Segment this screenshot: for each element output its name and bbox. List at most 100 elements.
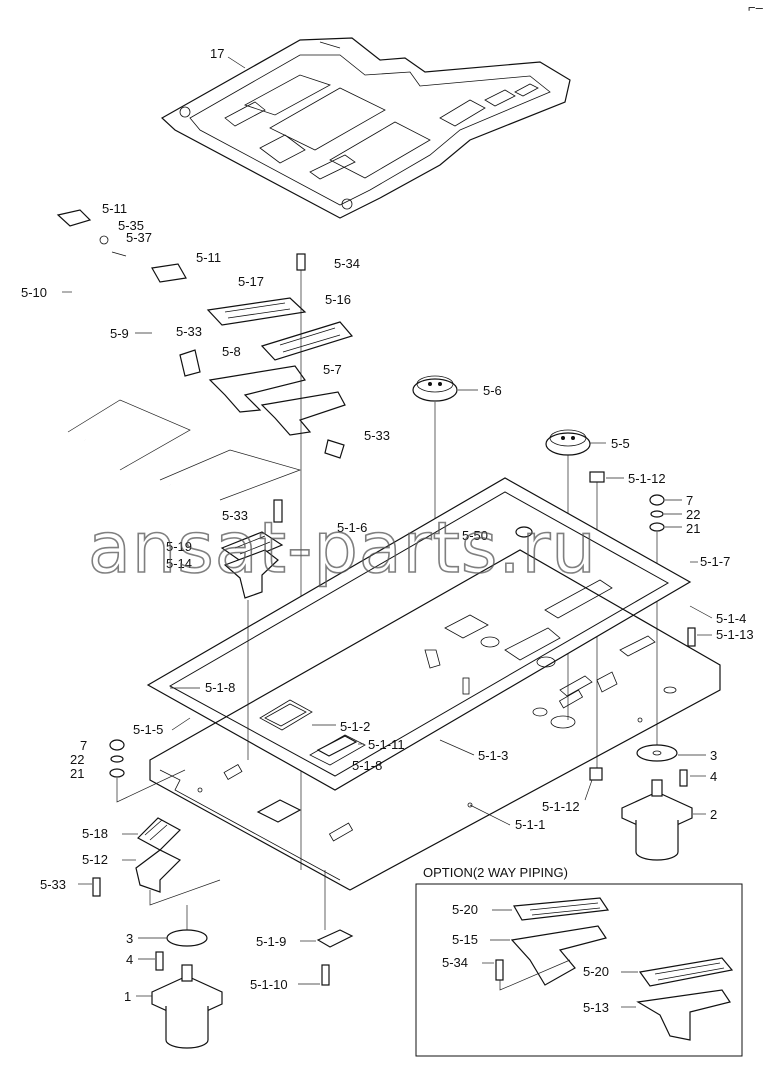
label-5-16: 5-16 (325, 292, 351, 307)
option-bracket-5-15 (510, 925, 607, 986)
label-17: 17 (210, 46, 224, 61)
option-title: OPTION(2 WAY PIPING) (423, 865, 568, 880)
label-5-8: 5-8 (222, 344, 241, 359)
plug-5-50 (515, 526, 533, 538)
label-5-1-2: 5-1-2 (340, 719, 370, 734)
corner-mark: ⌐– (748, 0, 764, 15)
grommet-5-1-9 (316, 929, 354, 948)
label-5-1-1: 5-1-1 (515, 817, 545, 832)
nut-7-a (649, 494, 665, 506)
label-5-1-6: 5-1-6 (337, 520, 367, 535)
label-5-1-5: 5-1-5 (133, 722, 163, 737)
label-2: 2 (710, 807, 717, 822)
washer-21-a (649, 522, 665, 532)
option-pad-5-20-a (513, 897, 610, 921)
clip-5-1-12-b (589, 767, 603, 781)
label-5-9: 5-9 (110, 326, 129, 341)
option-pad-5-20-b (638, 957, 734, 987)
label-5-11-b: 5-11 (196, 250, 221, 265)
washer-22-b (110, 755, 124, 763)
bolt-5-1-10 (321, 964, 330, 986)
watermark: ansat-parts.ru (88, 507, 597, 589)
plate-3-b (166, 929, 208, 947)
label-5-50: 5-50 (462, 528, 488, 543)
label-5-17: 5-17 (238, 274, 264, 289)
bolt-5-33-c (273, 499, 283, 523)
bolt-5-1-13 (687, 627, 696, 647)
pedal-pad-5-17 (206, 297, 307, 326)
label-5-10: 5-10 (21, 285, 47, 300)
label-5-1-7: 5-1-7 (700, 554, 730, 569)
bolt-5-33-b (324, 439, 345, 459)
label-5-37: 5-37 (126, 230, 152, 245)
label-3-a: 3 (710, 748, 717, 763)
label-5-1-9: 5-1-9 (256, 934, 286, 949)
label-5-14: 5-14 (166, 556, 192, 571)
washer-22-a (650, 510, 664, 518)
label-22-a: 22 (686, 507, 700, 522)
label-5-1-13: 5-1-13 (716, 627, 754, 642)
label-5-1-12-a: 5-1-12 (628, 471, 666, 486)
lever-rod-5-9 (146, 263, 187, 486)
label-1: 1 (124, 989, 131, 1004)
label-7-b: 7 (80, 738, 87, 753)
label-5-18: 5-18 (82, 826, 108, 841)
label-5-1-3: 5-1-3 (478, 748, 508, 763)
label-3-b: 3 (126, 931, 133, 946)
label-5-33-c: 5-33 (222, 508, 248, 523)
label-5-20-a: 5-20 (452, 902, 478, 917)
label-21-a: 21 (686, 521, 700, 536)
bracket-5-14 (223, 549, 279, 599)
label-5-20-b: 5-20 (583, 964, 609, 979)
label-5-1-8-a: 5-1-8 (205, 680, 235, 695)
nut-7-b (109, 739, 125, 751)
label-5-1-12-b: 5-1-12 (542, 799, 580, 814)
bolt-5-34-a (296, 253, 306, 271)
label-5-13: 5-13 (583, 1000, 609, 1015)
bolt-5-34-b (495, 959, 504, 981)
swivel-motor-2 (621, 779, 693, 861)
pedal-pad-5-18 (137, 817, 181, 851)
label-21-b: 21 (70, 766, 84, 781)
label-5-1-11: 5-1-11 (368, 737, 405, 752)
washer-21-b (109, 768, 125, 778)
grommet-5-5 (545, 429, 591, 456)
label-5-35: 5-35 (118, 218, 144, 233)
pedal-bracket-5-8 (208, 365, 307, 413)
label-5-34-b: 5-34 (442, 955, 468, 970)
pedal-pad-5-16 (260, 321, 354, 361)
swivel-motor-1 (151, 964, 223, 1049)
label-5-1-8-b: 5-1-8 (352, 758, 382, 773)
bracket-5-12 (135, 849, 182, 893)
label-5-12: 5-12 (82, 852, 108, 867)
grommet-5-1-11 (256, 799, 302, 823)
bolt-4-b (155, 951, 164, 971)
label-5-1-4: 5-1-4 (716, 611, 746, 626)
bolt-5-33-a (179, 349, 201, 377)
label-7-a: 7 (686, 493, 693, 508)
cover-plate-17 (160, 37, 571, 219)
cover-5-1-11 (316, 735, 358, 757)
label-5-19: 5-19 (166, 539, 192, 554)
label-5-33-d: 5-33 (40, 877, 66, 892)
label-22-b: 22 (70, 752, 84, 767)
option-bracket-5-13 (636, 989, 731, 1041)
label-5-11-a: 5-11 (102, 201, 127, 216)
option-box (415, 883, 743, 1057)
label-5-1-10: 5-1-10 (250, 977, 288, 992)
clip-5-1-12-a (589, 471, 605, 483)
label-5-15: 5-15 (452, 932, 478, 947)
plate-3-a (636, 744, 678, 762)
bolt-5-33-d (92, 877, 101, 897)
floor-plate-5-1-1 (149, 549, 721, 891)
label-5-5: 5-5 (611, 436, 630, 451)
pedal-bracket-5-7 (260, 391, 346, 436)
grommet-5-6 (412, 375, 458, 402)
bolt-4-a (679, 769, 688, 787)
label-5-34-a: 5-34 (334, 256, 360, 271)
label-5-33-a: 5-33 (176, 324, 202, 339)
lever-rod-5-10 (56, 209, 127, 441)
label-4-b: 4 (126, 952, 133, 967)
